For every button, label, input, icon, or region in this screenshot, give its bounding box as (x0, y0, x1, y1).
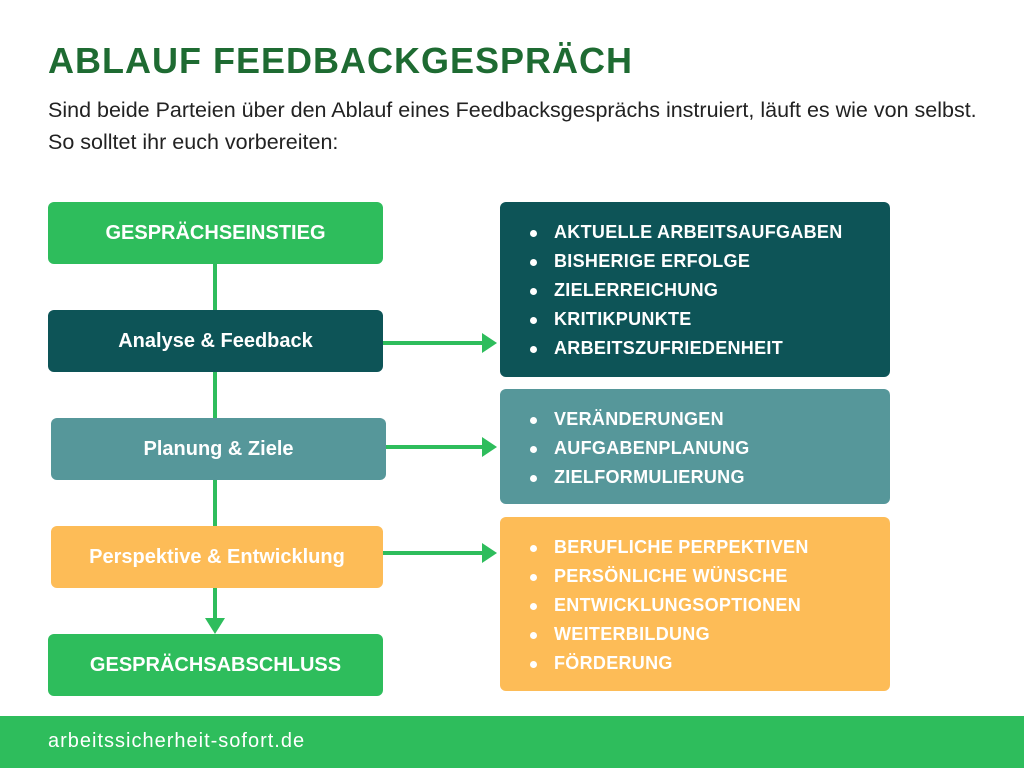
list-item: BERUFLICHE PERPEKTIVEN (530, 533, 890, 562)
detail-panel-analyse: AKTUELLE ARBEITSAUFGABEN BISHERIGE ERFOL… (500, 202, 890, 377)
list-item: WEITERBILDUNG (530, 620, 890, 649)
arrow-head-planung (482, 437, 497, 457)
flow-step-perspektive-label: Perspektive & Entwicklung (89, 545, 345, 568)
list-item: PERSÖNLICHE WÜNSCHE (530, 562, 890, 591)
footer-bar: arbeitssicherheit-sofort.de (0, 716, 1024, 768)
list-item: AKTUELLE ARBEITSAUFGABEN (530, 218, 890, 247)
list-item: KRITIKPUNKTE (530, 305, 890, 334)
flow-end-box: GESPRÄCHSABSCHLUSS (48, 634, 383, 696)
detail-list-analyse: AKTUELLE ARBEITSAUFGABEN BISHERIGE ERFOL… (530, 218, 890, 363)
list-item: VERÄNDERUNGEN (530, 405, 890, 434)
list-item: ENTWICKLUNGSOPTIONEN (530, 591, 890, 620)
flow-start-label: GESPRÄCHSEINSTIEG (105, 221, 326, 244)
flow-step-planung-box: Planung & Ziele (51, 418, 386, 480)
list-item: ZIELFORMULIERUNG (530, 463, 890, 492)
flow-step-analyse-label: Analyse & Feedback (118, 329, 313, 352)
detail-list-planung: VERÄNDERUNGEN AUFGABENPLANUNG ZIELFORMUL… (530, 405, 890, 492)
list-item: FÖRDERUNG (530, 649, 890, 678)
flow-step-planung-label: Planung & Ziele (143, 437, 294, 460)
arrow-head-analyse (482, 333, 497, 353)
arrow-head-down (205, 618, 225, 634)
list-item: BISHERIGE ERFOLGE (530, 247, 890, 276)
flow-step-analyse-box: Analyse & Feedback (48, 310, 383, 372)
detail-panel-perspektive: BERUFLICHE PERPEKTIVEN PERSÖNLICHE WÜNSC… (500, 517, 890, 691)
flow-step-perspektive-box: Perspektive & Entwicklung (51, 526, 383, 588)
detail-list-perspektive: BERUFLICHE PERPEKTIVEN PERSÖNLICHE WÜNSC… (530, 533, 890, 678)
list-item: ARBEITSZUFRIEDENHEIT (530, 334, 890, 363)
footer-website: arbeitssicherheit-sofort.de (48, 730, 306, 752)
detail-panel-planung: VERÄNDERUNGEN AUFGABENPLANUNG ZIELFORMUL… (500, 389, 890, 504)
flow-start-box: GESPRÄCHSEINSTIEG (48, 202, 383, 264)
intro-text: Sind beide Parteien über den Ablauf eine… (48, 98, 977, 154)
list-item: AUFGABENPLANUNG (530, 434, 890, 463)
flow-end-label: GESPRÄCHSABSCHLUSS (89, 653, 342, 676)
page-title: ABLAUF FEEDBACKGESPRÄCH (48, 40, 634, 81)
arrow-head-perspektive (482, 543, 497, 563)
list-item: ZIELERREICHUNG (530, 276, 890, 305)
